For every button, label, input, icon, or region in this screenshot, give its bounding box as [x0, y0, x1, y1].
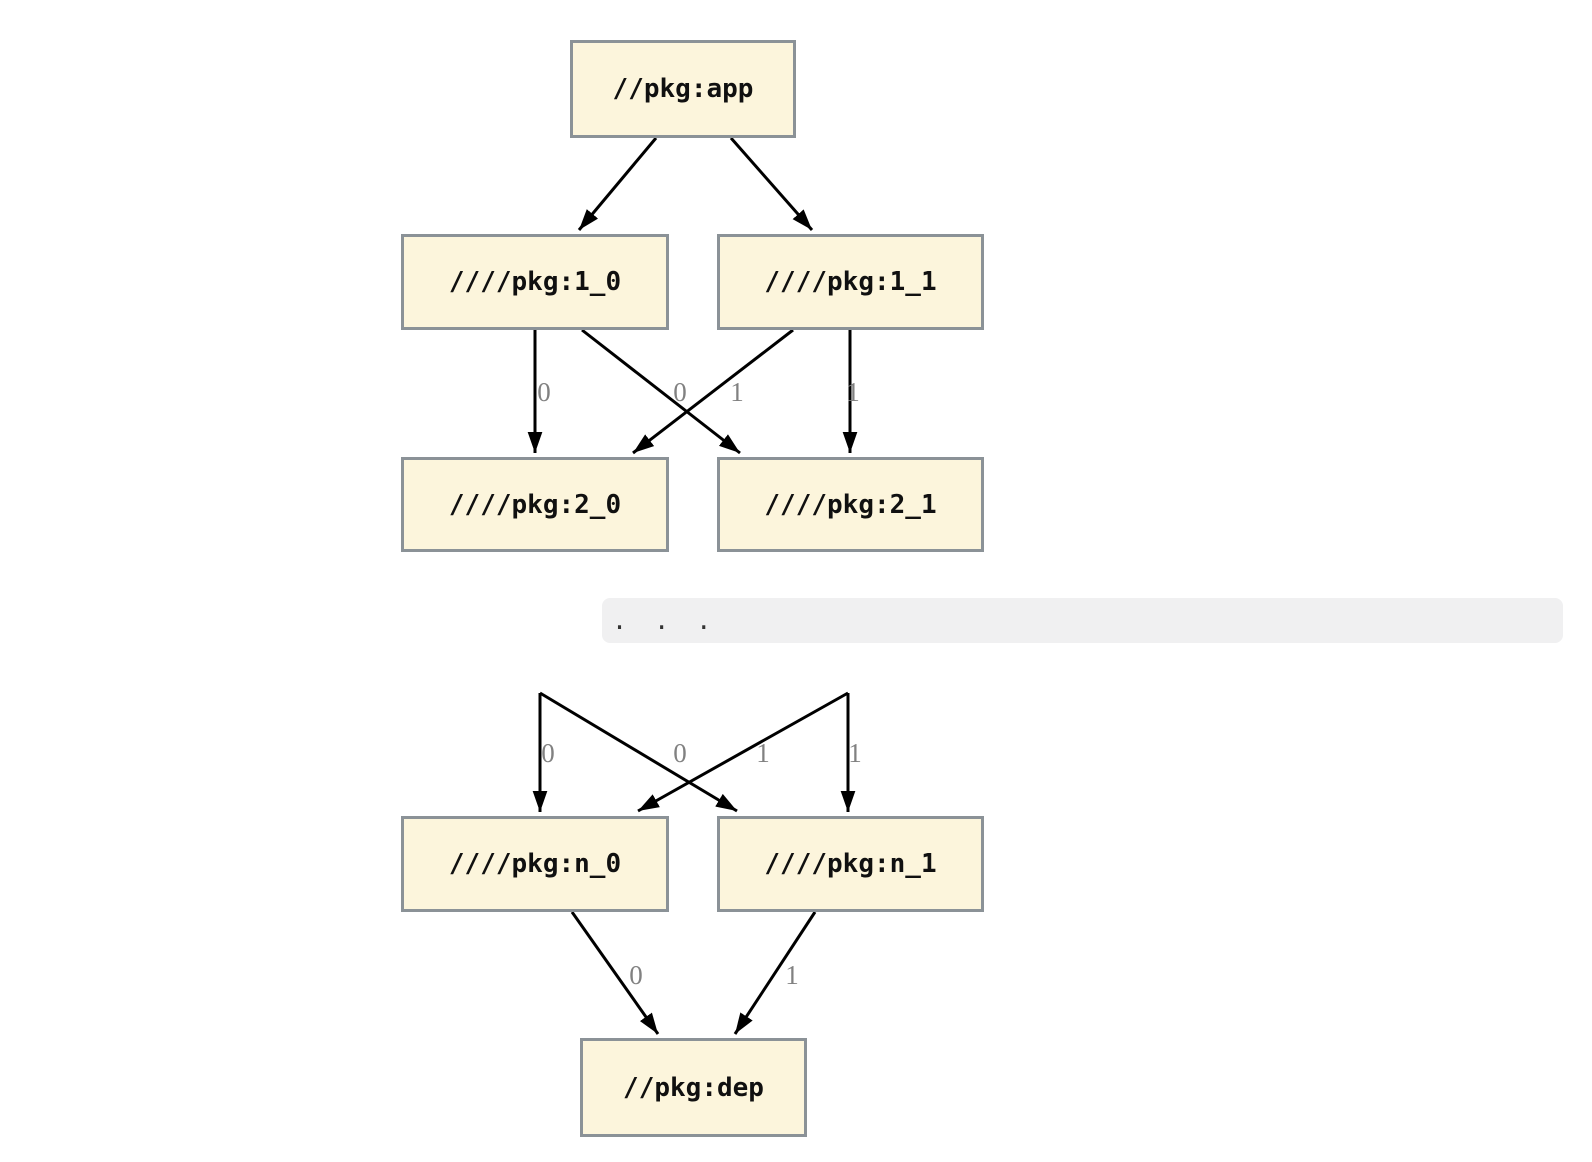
node-pkg-dep: //pkg:dep	[580, 1038, 807, 1137]
edge-label-n-1-to-dep: 1	[785, 960, 799, 990]
edge-label-1-1-to-2-0: 0	[673, 377, 687, 407]
edge-1-1-to-2-0	[632, 328, 794, 455]
edge-label-cont-to-n-1-left: 1	[756, 738, 770, 768]
continuation-band: . . .	[602, 598, 1563, 643]
edge-label-cont-to-n-0-right: 0	[673, 738, 687, 768]
edge-app-to-1-1	[729, 137, 814, 231]
edge-app-to-1-0	[577, 137, 658, 231]
edge-n-1-to-dep	[733, 911, 817, 1035]
edge-1-0-to-2-1	[581, 328, 741, 455]
edge-label-n-0-to-dep: 0	[629, 960, 643, 990]
edge-label-1-1-to-2-1: 1	[846, 377, 860, 407]
edge-label-cont-to-n-0-left: 0	[541, 738, 555, 768]
edge-label-1-0-to-2-1: 1	[730, 377, 744, 407]
edge-n-0-to-dep	[570, 911, 660, 1035]
node-pkg-n-1: ////pkg:n_1	[717, 816, 984, 912]
node-pkg-2-1: ////pkg:2_1	[717, 457, 984, 552]
edge-label-cont-to-n-1-right: 1	[848, 738, 862, 768]
edge-label-1-0-to-2-0: 0	[537, 377, 551, 407]
node-pkg-n-0: ////pkg:n_0	[401, 816, 669, 912]
edge-cont-left-to-n-1	[539, 691, 738, 813]
continuation-dots: . . .	[612, 606, 718, 635]
node-pkg-app: //pkg:app	[570, 40, 796, 138]
node-pkg-2-0: ////pkg:2_0	[401, 457, 669, 552]
node-pkg-1-1: ////pkg:1_1	[717, 234, 984, 330]
edge-cont-right-to-n-0	[637, 691, 849, 813]
node-pkg-1-0: ////pkg:1_0	[401, 234, 669, 330]
